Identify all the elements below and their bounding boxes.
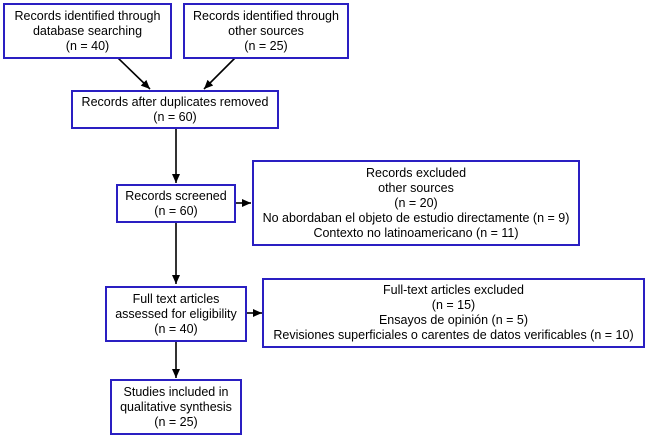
records-excluded-count: (n = 20) bbox=[394, 195, 438, 210]
fulltext-excluded-reason-1: Ensayos de opinión (n = 5) bbox=[378, 313, 529, 327]
duplicates-removed-box: Records after duplicates removed (n = 60… bbox=[71, 90, 279, 129]
db-search-count: (n = 40) bbox=[65, 38, 110, 53]
eligibility-box: Full text articles assessed for eligibil… bbox=[105, 286, 247, 342]
records-excluded-line-2: other sources bbox=[378, 180, 454, 195]
records-excluded-reason-2: Contexto no latinoamericano (n = 11) bbox=[313, 225, 519, 240]
duplicates-removed-count: (n = 60) bbox=[153, 109, 197, 124]
db-search-line-2: database searching bbox=[32, 23, 143, 38]
fulltext-excluded-label: Full-text articles excluded bbox=[382, 283, 525, 297]
db-search-line-1: Records identified through bbox=[14, 8, 161, 23]
fulltext-excluded-reason-2: Revisiones superficiales o carentes de d… bbox=[273, 328, 634, 342]
screened-box: Records screened (n = 60) bbox=[116, 184, 236, 223]
studies-included-box: Studies included in qualitative synthesi… bbox=[110, 379, 242, 435]
records-excluded-reason-1: No abordaban el objeto de estudio direct… bbox=[262, 210, 570, 225]
db-search-box: Records identified through database sear… bbox=[3, 3, 172, 59]
arrow-db-to-duplicates bbox=[117, 57, 151, 90]
other-sources-count: (n = 25) bbox=[244, 38, 288, 53]
studies-included-line-2: qualitative synthesis bbox=[120, 399, 232, 414]
records-excluded-box: Records excluded other sources (n = 20) … bbox=[252, 160, 580, 246]
records-excluded-line-1: Records excluded bbox=[365, 165, 467, 180]
fulltext-excluded-count: (n = 15) bbox=[431, 298, 476, 312]
screened-label: Records screened bbox=[125, 188, 227, 203]
other-sources-line-1: Records identified through bbox=[193, 8, 339, 23]
arrow-other-to-duplicates bbox=[203, 57, 236, 90]
studies-included-line-1: Studies included in bbox=[123, 384, 229, 399]
studies-included-count: (n = 25) bbox=[154, 414, 198, 429]
duplicates-removed-label: Records after duplicates removed bbox=[81, 94, 269, 109]
eligibility-line-2: assessed for eligibility bbox=[115, 306, 237, 321]
eligibility-count: (n = 40) bbox=[154, 321, 198, 336]
other-sources-line-2: other sources bbox=[228, 23, 304, 38]
fulltext-excluded-box: Full-text articles excluded (n = 15) Ens… bbox=[262, 278, 645, 348]
other-sources-box: Records identified through other sources… bbox=[183, 3, 349, 59]
screened-count: (n = 60) bbox=[154, 203, 198, 218]
eligibility-line-1: Full text articles bbox=[132, 291, 220, 306]
